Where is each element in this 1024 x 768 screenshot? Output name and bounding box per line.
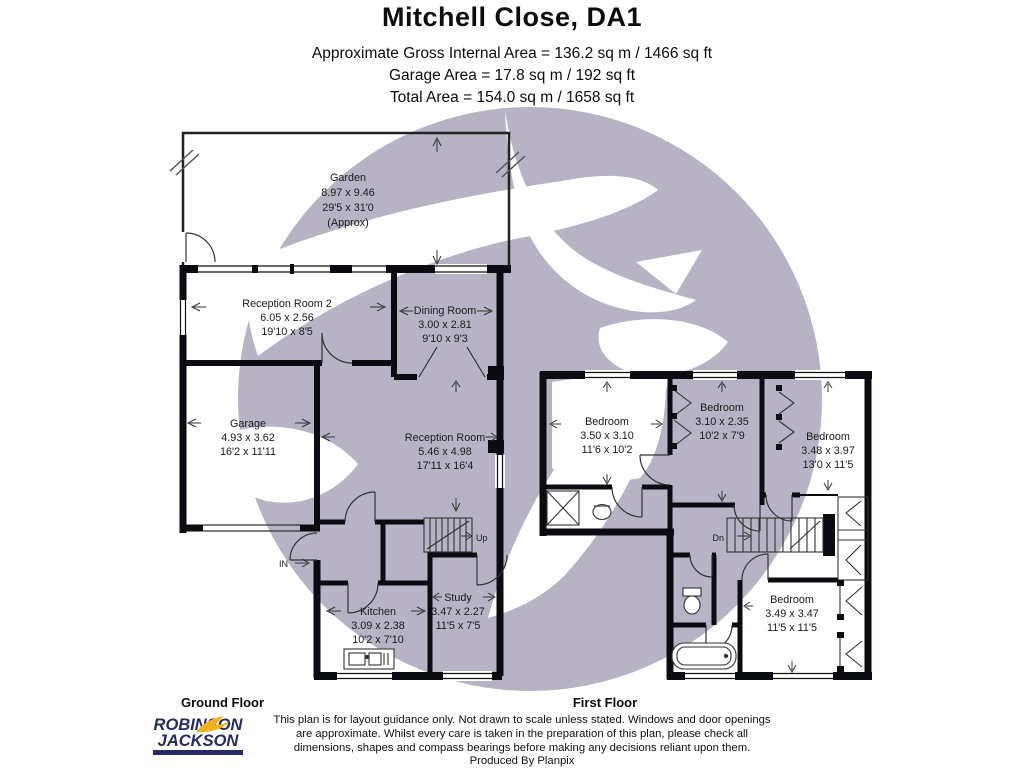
first-floor-dimension-arrows (548, 381, 833, 674)
bedroom1-label: Bedroom (585, 416, 629, 428)
bedroom1-imperial: 11'6 x 10'2 (582, 444, 633, 456)
toilet (683, 595, 701, 615)
entrance-in-label: IN (279, 559, 288, 569)
garage-label: Garage (230, 418, 266, 430)
garden-note: (Approx) (327, 217, 368, 229)
ground-floor-doors (289, 332, 508, 614)
first-floor-windows (585, 370, 845, 681)
garage-door (203, 524, 300, 532)
bathroom-fixtures (546, 490, 737, 670)
first-floor-labels: Bedroom 3.50 x 3.10 11'6 x 10'2 Bedroom … (580, 402, 854, 634)
study-imperial: 11'5 x 7'5 (436, 620, 481, 632)
disclaimer: This plan is for layout guidance only. N… (262, 714, 782, 768)
bedroom3-metric: 3.48 x 3.97 (801, 445, 854, 457)
reception2-imperial: 19'10 x 8'5 (261, 326, 313, 338)
ground-floor-plan: Garden 8.97 x 9.46 29'5 x 31'0 (Approx) … (169, 131, 526, 681)
ground-floor-stairs (423, 517, 473, 553)
toilet-cistern (682, 587, 702, 597)
reception2-metric: 6.05 x 2.56 (260, 312, 313, 324)
ground-floor-dimension-arrows (186, 136, 498, 616)
first-floor-caption: First Floor (572, 695, 638, 710)
dining-imperial: 9'10 x 9'3 (422, 333, 468, 345)
garden-gate-door (185, 232, 216, 263)
ground-floor-labels: Garden 8.97 x 9.46 29'5 x 31'0 (Approx) … (220, 172, 487, 646)
garden-imperial: 29'5 x 31'0 (322, 202, 374, 214)
bedroom2-metric: 3.10 x 2.35 (695, 416, 748, 428)
garage-imperial: 16'2 x 11'11 (220, 446, 276, 458)
dining-metric: 3.00 x 2.81 (418, 319, 471, 331)
wardrobes (671, 385, 869, 672)
bedroom2-label: Bedroom (700, 402, 744, 414)
bedroom1-metric: 3.50 x 3.10 (580, 430, 633, 442)
ground-floor-windows (178, 264, 505, 681)
first-floor-stairs (726, 517, 824, 553)
ground-floor-caption: Ground Floor (180, 695, 265, 710)
bedroom2-imperial: 10'2 x 7'9 (699, 430, 745, 442)
dining-label: Dining Room (414, 305, 476, 317)
total-area: Total Area = 154.0 sq m / 1658 sq ft (389, 89, 635, 106)
kitchen-sink (343, 648, 395, 670)
bedroom3-label: Bedroom (806, 431, 850, 443)
disclaimer-line: are approximate. Whilst every care is ta… (295, 727, 749, 740)
gross-internal-area: Approximate Gross Internal Area = 136.2 … (311, 45, 713, 62)
reception-imperial: 17'11 x 16'4 (417, 460, 474, 472)
bedroom3-imperial: 13'0 x 11'5 (803, 459, 854, 471)
stairs-dn-label: Dn (712, 533, 724, 543)
bedroom4-imperial: 11'5 x 11'5 (767, 622, 817, 634)
garden-metric: 8.97 x 9.46 (321, 187, 374, 199)
page-title: Mitchell Close, DA1 (381, 2, 643, 32)
study-label: Study (444, 592, 472, 604)
garden-label: Garden (330, 172, 366, 184)
logo-line2: JACKSON (157, 731, 239, 750)
disclaimer-line: This plan is for layout guidance only. N… (273, 714, 771, 726)
disclaimer-line: dimensions, shapes and compass bearings … (293, 741, 751, 754)
reception-label: Reception Room (405, 432, 485, 444)
basin (592, 503, 612, 521)
study-metric: 3.47 x 2.27 (431, 606, 484, 618)
bedroom4-metric: 3.49 x 3.47 (765, 608, 818, 620)
garage-area: Garage Area = 17.8 sq m / 192 sq ft (389, 67, 635, 84)
robinson-jackson-logo: ROBINSON JACKSON (148, 716, 248, 755)
bedroom4-label: Bedroom (770, 594, 814, 606)
logo-bird-icon (196, 716, 230, 733)
header: Mitchell Close, DA1 Approximate Gross In… (12, 0, 1012, 109)
logo-line1: ROBINSON (153, 716, 243, 734)
first-floor-plan: Bedroom 3.50 x 3.10 11'6 x 10'2 Bedroom … (539, 370, 872, 681)
kitchen-metric: 3.09 x 2.38 (351, 620, 404, 632)
kitchen-label: Kitchen (360, 606, 396, 618)
logo-bar (153, 750, 243, 755)
stairs-up-label: Up (476, 533, 488, 543)
reception2-label: Reception Room 2 (242, 298, 331, 310)
garage-metric: 4.93 x 3.62 (221, 432, 274, 444)
kitchen-imperial: 10'2 x 7'10 (352, 634, 404, 646)
first-floor-doors (611, 454, 793, 652)
produced-by: Produced By Planpix (469, 755, 575, 768)
reception-metric: 5.46 x 4.98 (418, 446, 471, 458)
